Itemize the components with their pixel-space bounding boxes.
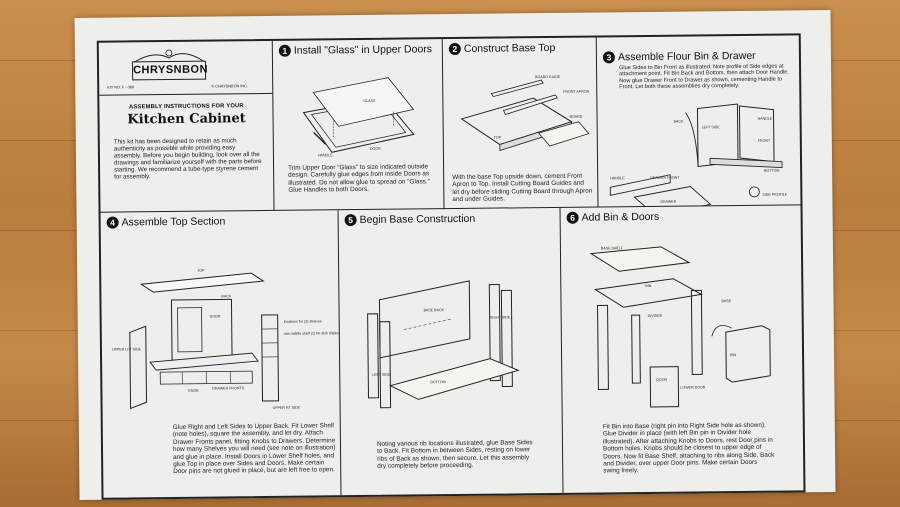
label-front: FRONT	[758, 139, 771, 143]
label-drawer: DRAWER	[660, 200, 676, 204]
label-back: BACK	[674, 120, 684, 124]
label-bin-top: BIN	[645, 284, 651, 288]
step-3-illustration: BACK LEFT SIDE HANDLE FRONT BOTTOM HANDL…	[609, 103, 788, 208]
label-top: TOP	[494, 136, 502, 140]
label-board: BOARD	[570, 115, 583, 119]
label-base-shelf: BASE SHELF	[601, 246, 624, 250]
intro-title: Kitchen Cabinet	[127, 111, 246, 128]
label-front-apron: FRONT APRON	[563, 90, 589, 94]
label-handle: HANDLE	[318, 153, 333, 157]
logo-ornament	[133, 49, 205, 63]
step-2-illustration: BOARD GUIDE FRONT APRON TOP BOARD	[460, 75, 590, 152]
label-board-guide: BOARD GUIDE	[535, 75, 561, 79]
step-1-text: Trim Upper Door "Glass" to size indicate…	[288, 163, 430, 194]
intro-text: This kit has been designed to retain as …	[113, 137, 262, 182]
label-handle-drawer: HANDLE	[610, 176, 625, 180]
label-bottom: BOTTOM	[764, 169, 779, 173]
label-upper-right-side: UPPER RT SIDE	[273, 406, 301, 410]
label-drawer-fronts: DRAWER FRONTS	[212, 386, 244, 390]
label-divider: DIVIDER	[648, 314, 663, 318]
label-door: DOOR	[370, 147, 381, 151]
label-door-4: DOOR	[210, 314, 221, 318]
label-right-side-5: RIGHT SIDE	[490, 315, 511, 319]
step-5-illustration: BASE BACK RIGHT SIDE LEFT SIDE BOTTOM	[367, 280, 520, 409]
label-base-back: BASE BACK	[424, 308, 445, 312]
intro-heading: ASSEMBLY INSTRUCTIONS FOR YOUR	[129, 103, 244, 111]
label-handle-bin: HANDLE	[758, 117, 773, 121]
label-upper-left-side: UPPER LFT SIDE	[112, 347, 142, 351]
instruction-sheet: CHRYSNBON KIT NO. F - 080 © CHRYSNBON IN…	[74, 10, 836, 500]
label-lower-door: LOWER DOOR	[680, 385, 705, 389]
step-4-text: Glue Right and Left Sides to Upper Back.…	[172, 422, 336, 476]
copyright: © CHRYSNBON INC.	[211, 84, 248, 89]
logo-area: CHRYSNBON KIT NO. F - 080 © CHRYSNBON IN…	[99, 41, 272, 90]
label-door-6: DOOR	[656, 378, 667, 382]
label-drawer-front: DRAWER FRONT	[650, 176, 680, 180]
label-left-side: LEFT SIDE	[702, 125, 721, 129]
step-6-text: Fit Bin into Base (right pin into Right …	[602, 421, 775, 475]
step-1-illustration: GLASS DOOR HANDLE	[302, 77, 415, 157]
step-2-text: With the base Top upside down, cement Fr…	[452, 172, 593, 204]
label-bottom-5: BOTTOM	[430, 380, 445, 384]
label-knob: KNOB	[188, 389, 199, 393]
intro-panel: CHRYSNBON KIT NO. F - 080 © CHRYSNBON IN…	[98, 40, 275, 213]
label-middle-shelf: use middle shelf (1) for dish display	[284, 331, 341, 336]
step-5-text: Noting various rib locations illustrated…	[376, 439, 533, 471]
label-left-side-5: LEFT SIDE	[372, 373, 391, 377]
brand-logo: CHRYSNBON	[131, 60, 208, 81]
step-6-illustration: BASE SHELF BIN BASE DIVIDER BIN DOOR LOW…	[589, 246, 771, 408]
step-4-illustration: TOP BACK locations for (3) shelves use m…	[112, 269, 341, 410]
label-back-4: BACK	[221, 294, 231, 298]
label-side-profile: SIDE PROFILE	[762, 193, 787, 197]
kit-number: KIT NO. F - 080	[107, 85, 134, 90]
label-shelf-locations: locations for (3) shelves	[284, 319, 322, 323]
label-glass: GLASS	[363, 99, 376, 103]
label-bin: BIN	[730, 353, 736, 357]
sheet-border: CHRYSNBON KIT NO. F - 080 © CHRYSNBON IN…	[96, 33, 806, 500]
label-top-4: TOP	[197, 269, 205, 273]
label-base: BASE	[721, 299, 731, 303]
